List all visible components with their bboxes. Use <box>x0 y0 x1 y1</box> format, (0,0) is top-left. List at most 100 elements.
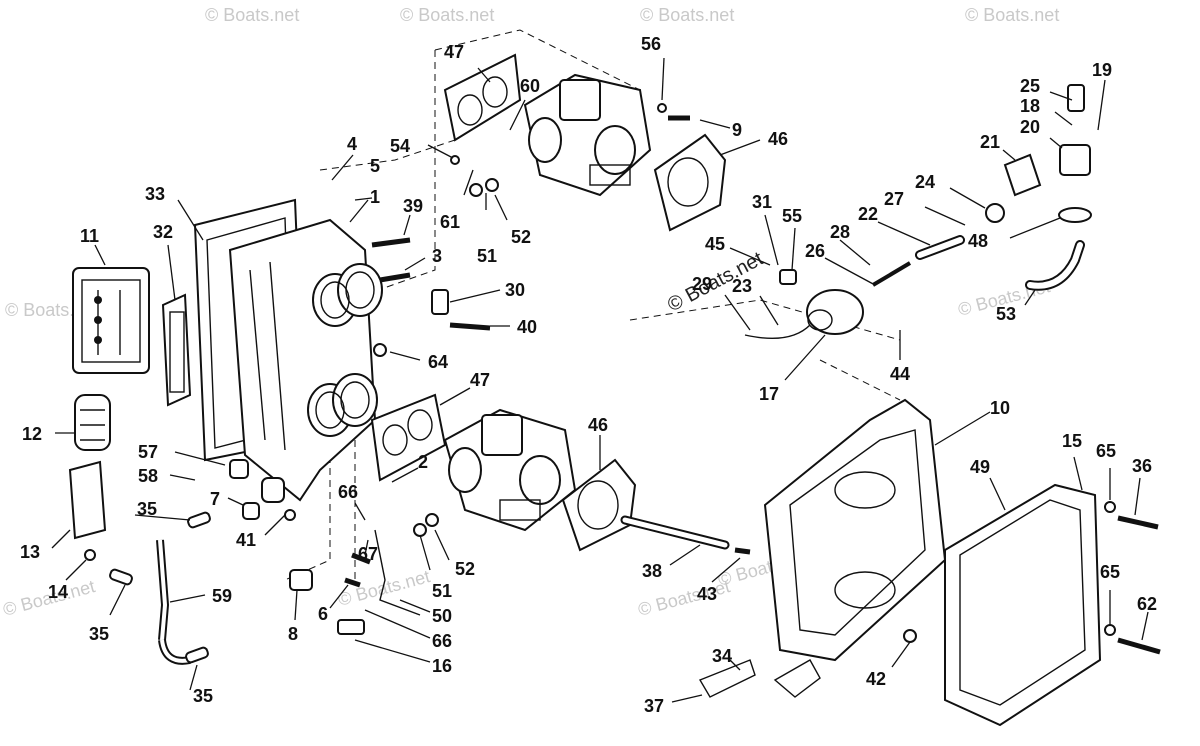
callout-label-14: 14 <box>48 582 68 602</box>
carb-gasket-46-bottom-part <box>561 458 637 552</box>
callout-label-23: 23 <box>732 276 752 296</box>
callout-label-32: 32 <box>153 222 173 242</box>
callout-label-17: 17 <box>759 384 779 404</box>
watermark-text: © Boats.net <box>205 5 299 25</box>
callout-label-30: 30 <box>505 280 525 300</box>
callout-label-65: 65 <box>1100 562 1120 582</box>
callout-label-19: 19 <box>1092 60 1112 80</box>
fasteners-part <box>84 103 1161 698</box>
callout-label-31: 31 <box>752 192 772 212</box>
callout-label-22: 22 <box>858 204 878 224</box>
callout-label-42: 42 <box>866 669 886 689</box>
callout-label-62: 62 <box>1137 594 1157 614</box>
callout-label-54: 54 <box>390 136 410 156</box>
callout-label-24: 24 <box>915 172 935 192</box>
callout-label-6: 6 <box>318 604 328 624</box>
callout-label-46: 46 <box>768 129 788 149</box>
callout-label-52: 52 <box>455 559 475 579</box>
callout-label-1: 1 <box>370 187 380 207</box>
carb-gasket-bottom-part <box>370 393 447 482</box>
callout-label-66: 66 <box>432 631 452 651</box>
callout-label-38: 38 <box>642 561 662 581</box>
callout-label-8: 8 <box>288 624 298 644</box>
carb-gasket-46-top-part <box>653 133 727 232</box>
exhaust-cover-part <box>944 483 1102 727</box>
callout-label-37: 37 <box>644 696 664 716</box>
callout-label-58: 58 <box>138 466 158 486</box>
callout-label-13: 13 <box>20 542 40 562</box>
callout-label-25: 25 <box>1020 76 1040 96</box>
fuel-pump-part <box>1003 84 1091 197</box>
callout-label-10: 10 <box>990 398 1010 418</box>
callout-label-18: 18 <box>1020 96 1040 116</box>
callout-label-40: 40 <box>517 317 537 337</box>
callout-label-51: 51 <box>477 246 497 266</box>
callout-label-59: 59 <box>212 586 232 606</box>
callout-label-3: 3 <box>432 246 442 266</box>
callout-label-33: 33 <box>145 184 165 204</box>
callout-label-64: 64 <box>428 352 448 372</box>
intake-manifold-part <box>228 218 383 503</box>
callout-label-47: 47 <box>470 370 490 390</box>
callout-label-61: 61 <box>440 212 460 232</box>
callout-label-56: 56 <box>641 34 661 54</box>
callout-label-57: 57 <box>138 442 158 462</box>
callout-label-36: 36 <box>1132 456 1152 476</box>
callout-label-35: 35 <box>193 686 213 706</box>
watermark-text: © Boats.net <box>400 5 494 25</box>
callout-label-47: 47 <box>444 42 464 62</box>
cover-plate-part <box>763 398 947 662</box>
callout-label-34: 34 <box>712 646 732 666</box>
callout-label-67: 67 <box>358 544 378 564</box>
carburetor-bottom-part <box>443 408 577 532</box>
carburetor-top-part <box>523 73 652 197</box>
carb-gasket-top-part <box>443 53 522 142</box>
watermark-text: © Boats.net <box>636 576 732 620</box>
callout-label-41: 41 <box>236 530 256 550</box>
gasket-32-part <box>161 293 192 407</box>
watermark-text: © Boats.net <box>640 5 734 25</box>
callout-label-2: 2 <box>418 452 428 472</box>
callout-label-44: 44 <box>890 364 910 384</box>
callout-label-27: 27 <box>884 189 904 209</box>
callout-label-26: 26 <box>805 241 825 261</box>
callout-label-53: 53 <box>996 304 1016 324</box>
callout-label-28: 28 <box>830 222 850 242</box>
callout-label-43: 43 <box>697 584 717 604</box>
callout-label-35: 35 <box>137 499 157 519</box>
callout-label-46: 46 <box>588 415 608 435</box>
callout-label-5: 5 <box>370 156 380 176</box>
hoses-35-part <box>109 511 211 665</box>
callout-label-21: 21 <box>980 132 1000 152</box>
callout-label-51: 51 <box>432 581 452 601</box>
leader-lines <box>51 57 1149 703</box>
callout-label-48: 48 <box>968 231 988 251</box>
seal-24-part <box>985 203 1005 223</box>
callout-label-52: 52 <box>511 227 531 247</box>
callout-label-55: 55 <box>782 206 802 226</box>
callout-label-35: 35 <box>89 624 109 644</box>
callout-label-15: 15 <box>1062 431 1082 451</box>
callout-label-12: 12 <box>22 424 42 444</box>
callout-label-45: 45 <box>705 234 725 254</box>
callout-label-9: 9 <box>732 120 742 140</box>
callout-label-39: 39 <box>403 196 423 216</box>
callout-label-11: 11 <box>80 226 99 246</box>
callout-label-20: 20 <box>1020 117 1040 137</box>
callout-label-49: 49 <box>970 457 990 477</box>
clamp-48-part <box>1058 207 1092 223</box>
callout-label-65: 65 <box>1096 441 1116 461</box>
reed-petals-part <box>68 394 111 540</box>
callout-label-60: 60 <box>520 76 540 96</box>
watermark-text: © Boats.net <box>965 5 1059 25</box>
callout-label-16: 16 <box>432 656 452 676</box>
callout-label-29: 29 <box>692 274 712 294</box>
callout-label-7: 7 <box>210 489 220 509</box>
callout-label-4: 4 <box>347 134 357 154</box>
callout-label-66: 66 <box>338 482 358 502</box>
callout-label-50: 50 <box>432 606 452 626</box>
solenoid-part <box>744 289 864 340</box>
link-50-part <box>374 529 421 616</box>
